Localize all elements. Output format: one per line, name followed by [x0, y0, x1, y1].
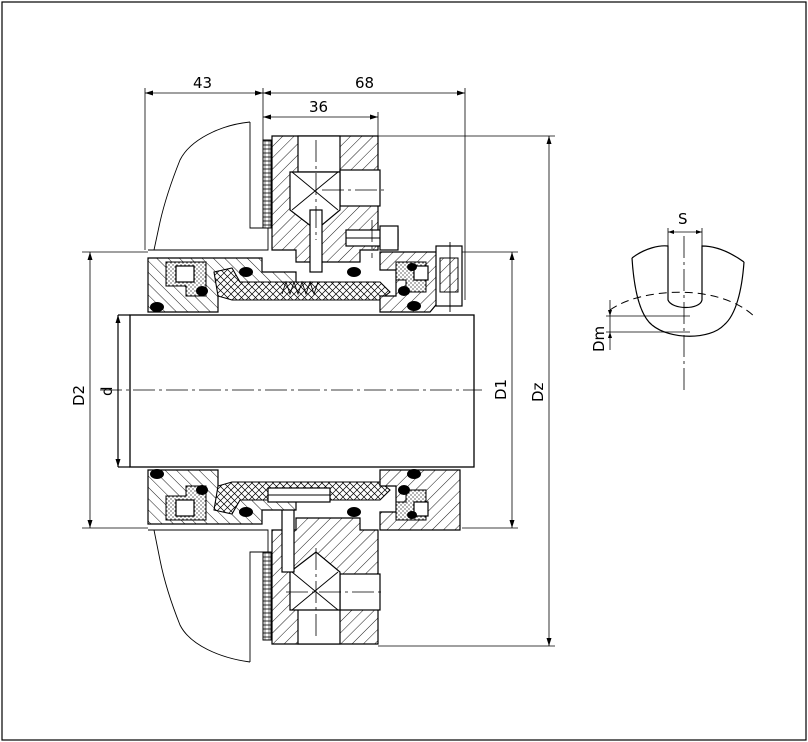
dim-label-36: 36	[309, 98, 328, 116]
gasket-top	[262, 139, 272, 229]
dim-label-d1: D1	[492, 379, 510, 400]
spring-top	[281, 280, 319, 296]
gasket-bottom	[262, 551, 272, 641]
housing-wall-bottom	[153, 529, 251, 663]
dimension-lines	[82, 88, 555, 647]
dim-label-d2: D2	[70, 385, 88, 406]
dim-label-dz: Dz	[529, 382, 547, 402]
dim-label-43: 43	[193, 74, 212, 92]
detail-view	[606, 228, 757, 390]
dim-label-68: 68	[355, 74, 374, 92]
shaft	[129, 314, 475, 468]
detail-label-dm: Dm	[590, 326, 608, 352]
main-section-view	[100, 121, 482, 663]
o-rings	[150, 263, 421, 519]
housing-wall-top	[153, 121, 251, 251]
dim-label-d: d	[98, 386, 116, 396]
detail-label-s: S	[678, 210, 688, 228]
rotating-ring-top	[213, 267, 391, 301]
